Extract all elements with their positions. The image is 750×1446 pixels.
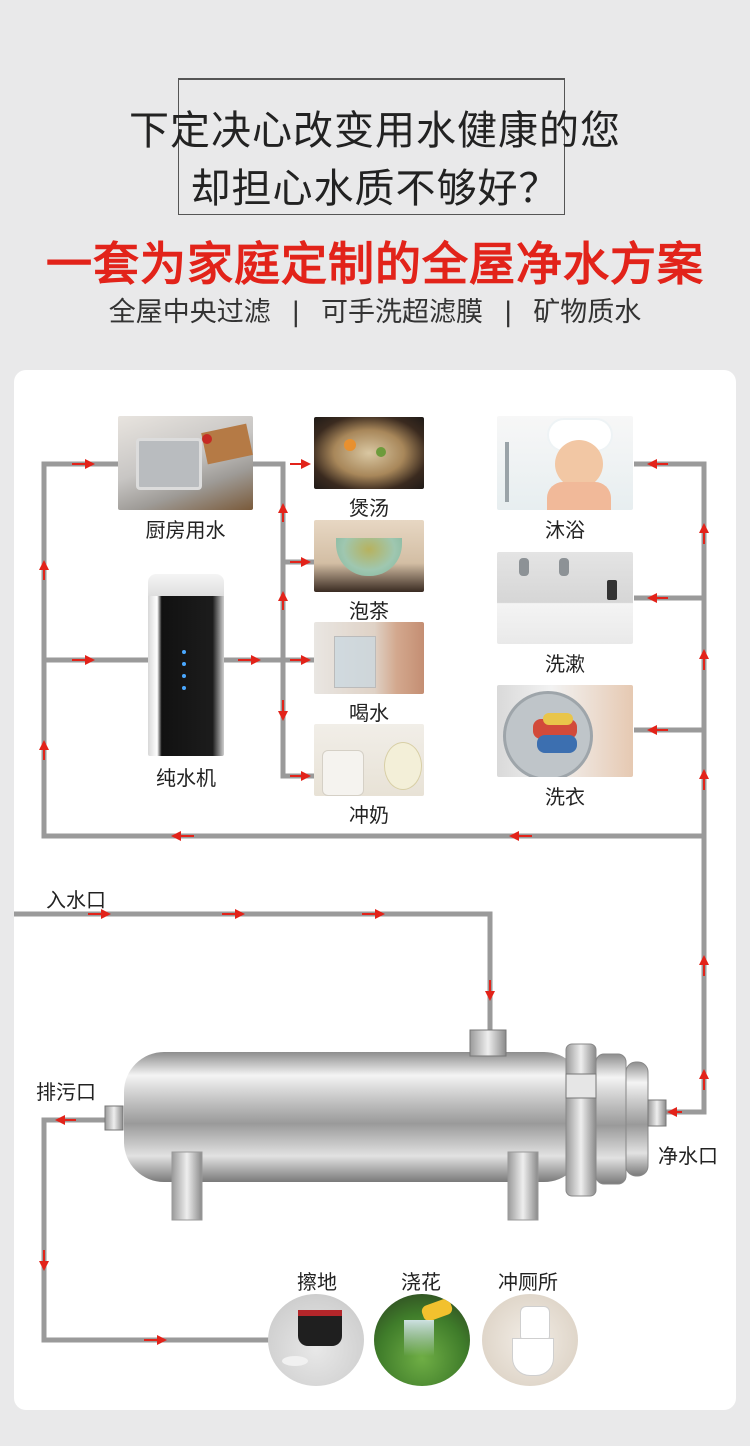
feature-divider: | — [291, 297, 301, 328]
label-toilet: 冲厕所 — [498, 1270, 558, 1294]
bath-image — [497, 416, 633, 510]
flow-arrows — [39, 459, 709, 1345]
drain-label: 排污口 — [36, 1080, 96, 1104]
inlet-label: 入水口 — [46, 888, 106, 912]
label-mop: 擦地 — [297, 1270, 337, 1294]
watering-plants-image — [374, 1294, 470, 1386]
feature-item: 全屋中央过滤 — [108, 297, 271, 328]
label-purifier: 纯水机 — [156, 766, 216, 790]
laundry-image — [497, 685, 633, 777]
water-purifier-image — [148, 574, 224, 756]
headline-line-1: 下定决心改变用水健康的您 — [129, 108, 621, 154]
pipes — [14, 461, 707, 1343]
label-water-plants: 浇花 — [401, 1270, 441, 1294]
main-title: 一套为家庭定制的全屋净水方案 — [46, 237, 704, 291]
headline-frame — [178, 78, 565, 215]
label-drink: 喝水 — [349, 701, 389, 725]
feature-item: 矿物质水 — [533, 297, 642, 328]
feature-list: 全屋中央过滤 | 可手洗超滤膜 | 矿物质水 — [0, 290, 750, 329]
label-laundry: 洗衣 — [545, 785, 585, 809]
soup-image — [314, 417, 424, 489]
filter-housing — [104, 1029, 667, 1221]
tea-image — [314, 520, 424, 592]
label-milk: 冲奶 — [349, 803, 389, 827]
baby-milk-image — [314, 724, 424, 796]
drinking-water-image — [314, 622, 424, 694]
headline-line-2: 却担心水质不够好？ — [190, 166, 560, 212]
feature-item: 可手洗超滤膜 — [321, 297, 483, 328]
label-bath: 沐浴 — [545, 518, 585, 542]
label-wash: 洗漱 — [545, 652, 585, 676]
kitchen-sink-image — [118, 416, 253, 510]
mop-image — [268, 1294, 364, 1386]
outlet-label: 净水口 — [658, 1144, 718, 1168]
feature-divider: | — [503, 297, 513, 328]
washbasin-image — [497, 552, 633, 644]
label-tea: 泡茶 — [349, 599, 389, 623]
toilet-image — [482, 1294, 578, 1386]
label-soup: 煲汤 — [349, 496, 389, 520]
label-kitchen: 厨房用水 — [145, 518, 226, 542]
